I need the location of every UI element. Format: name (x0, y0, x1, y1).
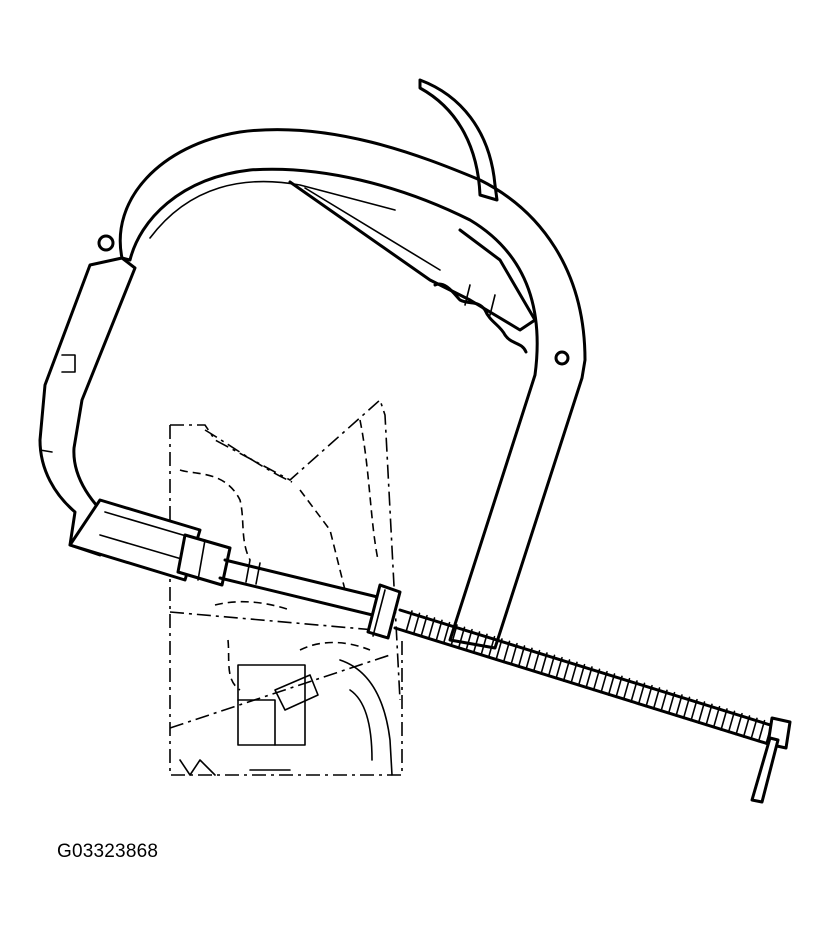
handle-lever (418, 78, 499, 202)
screw-thread (757, 719, 766, 743)
screw-thread (667, 691, 676, 715)
screw-thread (480, 633, 488, 657)
screw-thread (690, 698, 698, 722)
screw-thread (675, 694, 683, 717)
figure-code: G03323868 (57, 841, 159, 862)
screw-thread (600, 670, 608, 694)
screw-thread (487, 635, 496, 659)
screw-thread (660, 689, 668, 713)
screw-thread (517, 645, 526, 668)
screw-thread (577, 663, 586, 687)
screw-thread (495, 638, 503, 661)
screw-thread (592, 668, 601, 692)
screw-thread (502, 640, 511, 664)
screw-thread (607, 673, 616, 696)
screw-thread (562, 659, 571, 682)
screw-thread (622, 677, 631, 701)
screw-thread (570, 661, 578, 685)
screw-thread (637, 682, 646, 706)
screw-thread (412, 612, 421, 636)
screw-thread (585, 666, 593, 689)
threaded-screw (393, 608, 792, 804)
screw-thread (465, 628, 473, 652)
screw-thread (525, 647, 533, 671)
compressor-adapter (68, 498, 402, 640)
cylinder-head-outline (169, 398, 403, 776)
screw-thread (457, 626, 466, 650)
screw-thread (435, 619, 443, 643)
screw-thread (547, 654, 556, 678)
screw-thread (450, 624, 458, 647)
screw-thread (442, 621, 451, 645)
screw-thread (532, 649, 541, 673)
screw-thread (705, 703, 713, 727)
screw-thread (652, 687, 661, 710)
screw-thread (630, 680, 638, 703)
screw-thread (540, 652, 548, 675)
screw-thread (510, 642, 518, 666)
screw-thread (727, 710, 736, 734)
screw-thread (405, 610, 413, 633)
compressor-frame (97, 128, 587, 650)
screw-thread (555, 656, 563, 680)
screw-thread (420, 614, 428, 638)
screw-thread (472, 631, 481, 654)
screw-thread (645, 684, 653, 708)
screw-thread (750, 717, 758, 741)
screw-thread (682, 696, 691, 720)
screw-thread (712, 705, 721, 729)
screw-thread (615, 675, 623, 699)
screw-thread (720, 708, 728, 731)
screw-thread (697, 701, 706, 724)
screw-thread (427, 617, 436, 640)
screw-thread (742, 715, 751, 738)
screw-thread (735, 712, 743, 736)
